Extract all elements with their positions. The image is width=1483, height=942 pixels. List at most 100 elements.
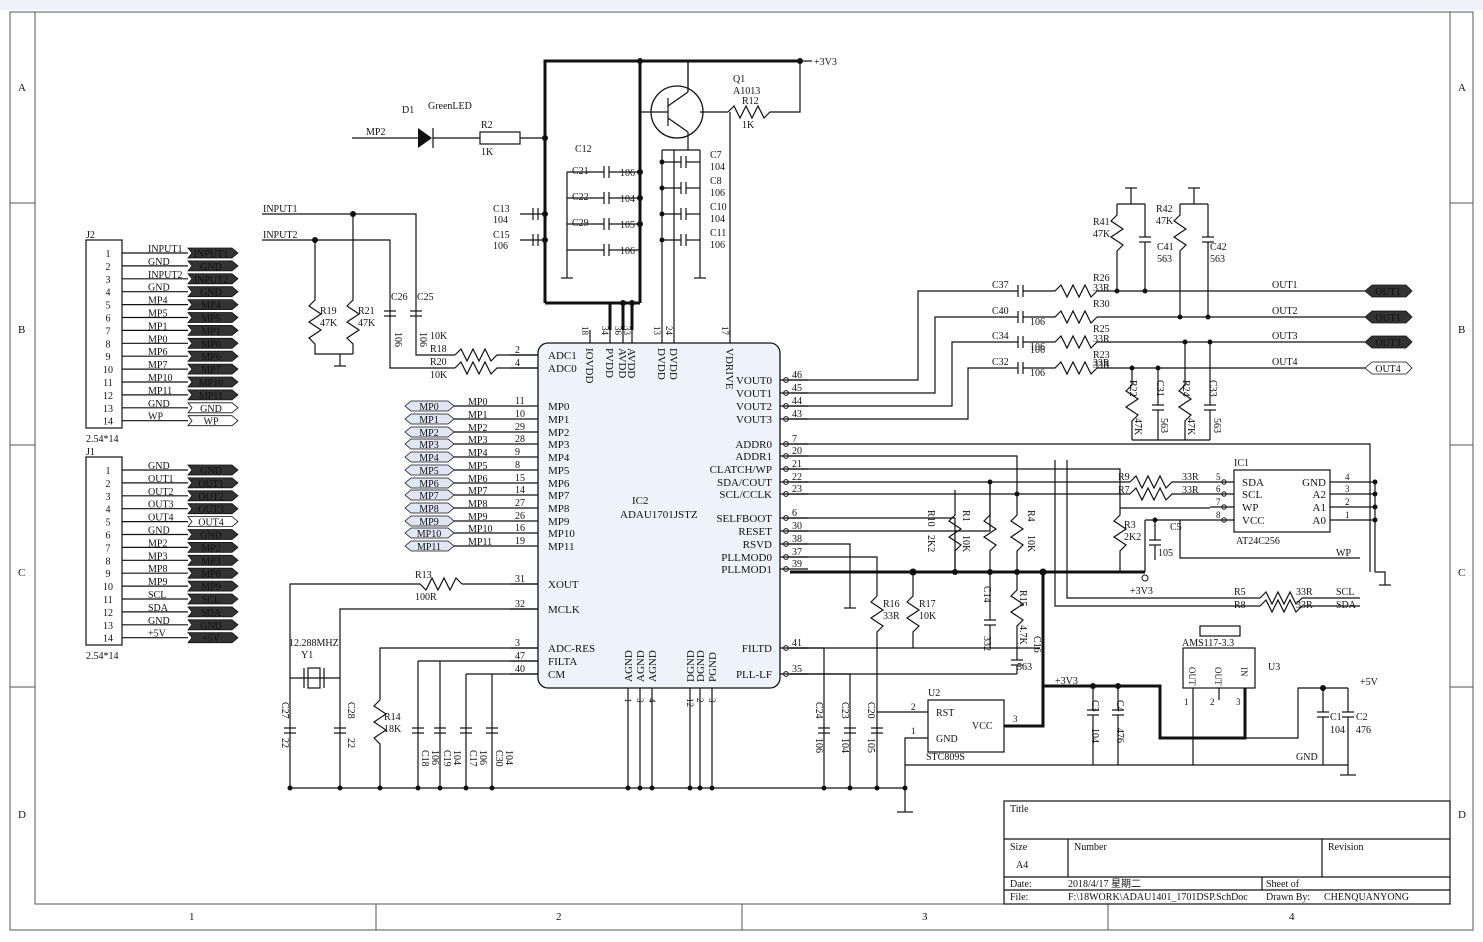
mid-cap-ref: C21: [572, 166, 589, 177]
j2-net-label: WP: [148, 412, 163, 423]
ic2-pin-number: 16: [515, 523, 525, 534]
j2-port-tag: [187, 312, 239, 323]
j1-pin-number: 3: [106, 492, 111, 503]
j2-net-label: MP4: [148, 296, 167, 307]
ic2-pin-number: 11: [515, 396, 525, 407]
ic2-pin-pll-lf-label: PLL-LF: [736, 669, 772, 681]
r5-ref: R5: [1234, 587, 1246, 598]
j1-port-tag: [187, 477, 239, 489]
right-cap-ref: C8: [710, 176, 722, 187]
j2-net-label: MP7: [148, 360, 167, 371]
j1-port-tag: [187, 593, 239, 605]
r41-ref: R41: [1093, 217, 1110, 228]
j2-net-label: MP10: [148, 373, 172, 384]
j1-net-label: MP3: [148, 551, 167, 562]
r19-ref: R19: [320, 306, 337, 317]
mp-port-tag-label: MP6: [419, 479, 438, 490]
r17-value: 10K: [919, 611, 937, 622]
j1-port-tag-label: GND: [200, 621, 222, 632]
j1-pin-number: 5: [106, 518, 111, 529]
c19-ref: C19: [441, 750, 452, 767]
j2-port-tag: [187, 286, 239, 298]
j2-pin-number: 8: [106, 339, 111, 350]
c15-value: 106: [493, 241, 508, 252]
out-port-tag: [1364, 310, 1413, 324]
ic1-pin-a0-label: A0: [1313, 515, 1327, 527]
ic2-pin-vdrive-label: VDRIVE: [723, 348, 735, 390]
ic2-pin-number: 18: [580, 326, 590, 336]
mid-cap-value: 106: [620, 246, 635, 257]
r24-ref: R24: [1180, 380, 1191, 397]
j1-port-tag-label: SDA: [201, 608, 222, 619]
mid-cap-value: 105: [620, 220, 635, 231]
r16-ref: R16: [883, 599, 900, 610]
j2-port-tag: [187, 402, 239, 414]
r22-ref: R22: [1127, 380, 1138, 397]
c12-ref: C12: [575, 144, 592, 155]
j2-port-tag: [187, 273, 239, 285]
j1-net-label: OUT3: [148, 500, 174, 511]
j1-pin-number: 8: [106, 556, 111, 567]
ic2-pin-number: 31: [515, 574, 525, 585]
j1-net-label: MP8: [148, 564, 167, 575]
ic2-pin-pgnd-label: PGND: [707, 652, 719, 682]
j2-port-tag: [187, 415, 239, 427]
v33-top-label: +3V3: [814, 57, 837, 68]
number-label: Number: [1074, 842, 1107, 853]
ic2-pin-number: 4: [515, 358, 520, 369]
sheet-label: Sheet of: [1266, 879, 1300, 890]
r15-value: 4.7K: [1017, 625, 1028, 646]
j1-port-tag: [187, 490, 239, 502]
c16-value: 563: [1017, 662, 1032, 673]
c3-value: 104: [1089, 728, 1100, 743]
j1-port-tag: [187, 619, 239, 631]
r24-value: 47K: [1185, 418, 1196, 436]
ic1-pin-sda-label: SDA: [1242, 477, 1264, 489]
c18-value: 106: [429, 750, 440, 765]
c33-value: 563: [1211, 418, 1222, 433]
mid-cap-ref: C29: [572, 218, 589, 229]
mp-port-tag-label: MP5: [419, 466, 438, 477]
sda-label: SDA: [1336, 600, 1357, 611]
j1-pin-number: 2: [106, 479, 111, 490]
r4-ref: R4: [1025, 510, 1036, 522]
r10-value: 2K2: [925, 535, 936, 552]
regulator-section: +3V3 C3 104 C4 476 AMS117-3.3 U3 OUT OUT…: [905, 625, 1379, 776]
ic2-pin-vout1-label: VOUT1: [736, 388, 772, 400]
r1-ref: R1: [960, 510, 971, 522]
mp-port-tag-label: MP1: [419, 415, 438, 426]
col-label-1: 1: [189, 911, 195, 923]
c5-ref: C5: [1170, 522, 1182, 533]
c14-ref: C14: [981, 586, 992, 603]
out-res-value: 33R: [1093, 283, 1110, 294]
ic2-pin-number: 45: [792, 383, 802, 394]
ic2-pin-number: 41: [792, 638, 802, 649]
ic1-pin-number: 2: [1345, 497, 1350, 507]
col-label-4: 4: [1289, 911, 1295, 923]
c41-ref: C41: [1157, 242, 1174, 253]
j2-pin-number: 2: [106, 262, 111, 273]
ic2-pin-xout-label: XOUT: [548, 579, 579, 591]
j2-port-tag: [187, 337, 239, 349]
j2-port-tag-label: WP: [204, 417, 219, 428]
j2-pin-number: 1: [106, 249, 111, 260]
c1-value: 104: [1330, 725, 1345, 736]
out-res-ref: R26: [1093, 273, 1110, 284]
c23-ref: C23: [839, 702, 850, 719]
j2-port-tag-label: INPUT1: [194, 249, 228, 260]
j1-pin-number: 11: [103, 595, 113, 606]
ic1-pin-number: 1: [1345, 510, 1350, 520]
d1-part: GreenLED: [428, 101, 472, 112]
ic2-pin-mp10-label: MP10: [548, 528, 575, 540]
j2-port-tag: [187, 247, 239, 259]
r13-ref: R13: [415, 570, 432, 581]
u3-ref: U3: [1268, 662, 1280, 673]
j1-port-tag-label: MP3: [201, 556, 220, 567]
j1-port-tag: [187, 606, 239, 618]
r41-value: 47K: [1093, 229, 1111, 240]
ic1-pin-number: 5: [1216, 472, 1221, 482]
